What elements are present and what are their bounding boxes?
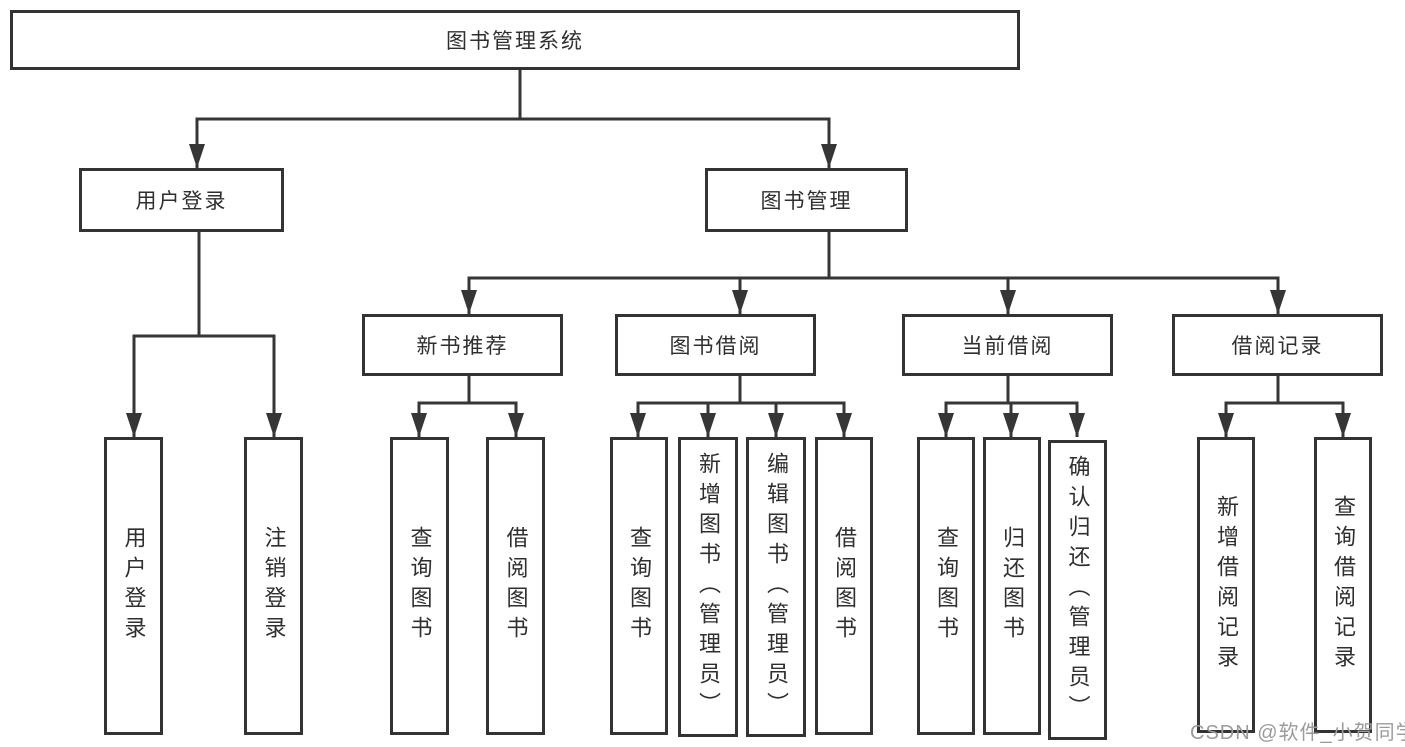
node-new-book-recommend: 新书推荐 <box>362 314 563 376</box>
leaf-query-books-borrow: 查询图书 <box>610 437 668 735</box>
node-borrow-records: 借阅记录 <box>1172 314 1383 376</box>
leaf-edit-book-admin: 编辑图书（管理员） <box>746 437 806 737</box>
leaf-query-books-recommend: 查询图书 <box>390 437 449 735</box>
leaf-query-books-current: 查询图书 <box>917 437 975 735</box>
leaf-query-borrow-record: 查询借阅记录 <box>1314 437 1372 733</box>
leaf-user-login: 用户登录 <box>104 437 163 735</box>
watermark: CSDN @软件_小贺同学 <box>1190 722 1405 744</box>
connector-group <box>126 70 1351 437</box>
node-root: 图书管理系统 <box>10 10 1020 70</box>
node-user-login: 用户登录 <box>79 168 284 232</box>
leaf-return-books: 归还图书 <box>983 437 1041 735</box>
node-book-management: 图书管理 <box>705 168 908 232</box>
leaf-confirm-return-admin: 确认归还（管理员） <box>1048 440 1107 740</box>
leaf-add-book-admin: 新增图书（管理员） <box>678 437 738 737</box>
leaf-borrow-books: 借阅图书 <box>815 437 873 735</box>
leaf-borrow-books-recommend: 借阅图书 <box>486 437 545 735</box>
node-book-borrow: 图书借阅 <box>615 314 816 376</box>
leaf-logout: 注销登录 <box>244 437 303 735</box>
leaf-add-borrow-record: 新增借阅记录 <box>1197 437 1255 733</box>
node-current-borrow: 当前借阅 <box>902 314 1113 376</box>
